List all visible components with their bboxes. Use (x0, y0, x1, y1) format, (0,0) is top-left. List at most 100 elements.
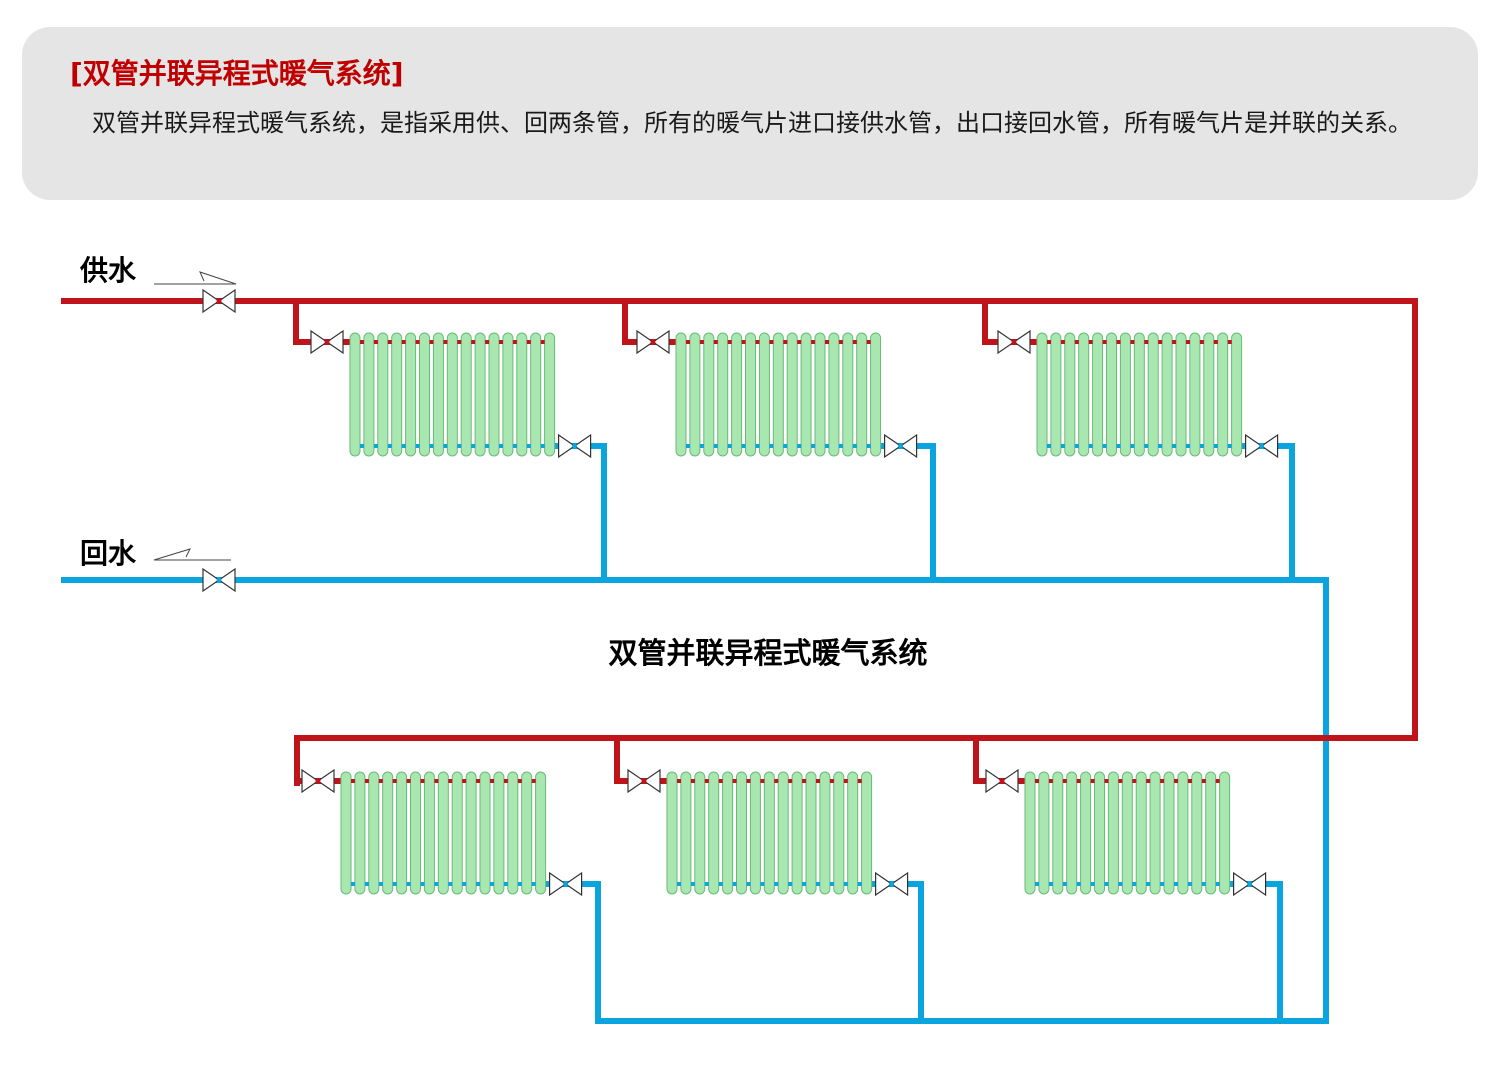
radiator-fin (544, 332, 556, 457)
radiator-fin (349, 332, 361, 457)
radiator-4-inlet-valve (301, 768, 335, 794)
radiator-1-outlet-valve (558, 433, 592, 459)
valves (202, 288, 1279, 897)
radiator-fin (516, 332, 528, 457)
radiator-fin (391, 332, 403, 457)
radiator-6-outlet-valve (1233, 871, 1267, 897)
valve-core (1011, 339, 1017, 345)
radiator-fin (1147, 332, 1159, 457)
radiator-fin (722, 771, 734, 895)
valve-core (641, 778, 647, 784)
radiator-fin (1050, 332, 1062, 457)
radiator-fin (703, 332, 715, 457)
valve-core (999, 778, 1005, 784)
radiator-fin (731, 332, 743, 457)
radiator-fin (405, 332, 417, 457)
radiator-fin (749, 771, 761, 895)
radiator-fin (1163, 771, 1175, 895)
radiator-1 (349, 332, 556, 457)
radiator-fin (786, 332, 798, 457)
diagram-caption: 双管并联异程式暖气系统 (608, 636, 927, 670)
radiator-fin (833, 771, 845, 895)
radiator-fin (502, 332, 514, 457)
radiator-fin (1177, 771, 1189, 895)
radiator-fin (1036, 332, 1048, 457)
radiator-fin (1217, 332, 1229, 457)
radiator-fin (474, 332, 486, 457)
radiator-fin (1135, 771, 1147, 895)
radiator-2 (675, 332, 882, 457)
radiator-fin (1094, 771, 1105, 895)
radiator-fin (1133, 332, 1145, 457)
return-branch-3 (1234, 443, 1295, 583)
radiator-fin (717, 332, 729, 457)
radiator-fin (675, 332, 687, 457)
radiator-fin (530, 332, 542, 457)
supply-label: 供水 (79, 254, 137, 287)
return-label: 回水 (80, 537, 137, 570)
radiator-fin (1092, 332, 1104, 457)
radiator-fin (791, 771, 803, 895)
info-description: 双管并联异程式暖气系统，是指采用供、回两条管，所有的暖气片进口接供水管，出口接回… (92, 109, 1412, 137)
radiator-4-outlet-valve (549, 871, 583, 897)
radiator-fin (1038, 771, 1050, 895)
radiator-fin (465, 771, 477, 895)
radiator-fin (1231, 332, 1243, 457)
radiator-fin (432, 332, 444, 457)
return-branch-6 (1222, 881, 1283, 1024)
supply-branch-2 (622, 298, 683, 345)
radiator-fin (763, 771, 775, 895)
supply-flow-arrow (154, 271, 237, 285)
radiator-fin (382, 771, 394, 895)
radiator-fin (856, 332, 868, 457)
radiator-fin (354, 771, 366, 895)
radiator-fin (410, 771, 421, 895)
radiator-fin (460, 332, 472, 457)
return-branch-4 (538, 881, 601, 1024)
radiator-fin (1161, 332, 1173, 457)
radiator-fin (446, 332, 458, 457)
radiator-fin (377, 332, 389, 457)
radiator-fin (1052, 771, 1064, 895)
radiator-fin (1064, 332, 1076, 457)
flow-arrows (153, 271, 237, 561)
radiator-fin (828, 332, 840, 457)
radiator-fin (745, 332, 756, 457)
radiator-4 (340, 771, 547, 895)
radiator-fin (1175, 332, 1187, 457)
radiator-fin (758, 332, 770, 457)
radiator-3-inlet-valve (997, 329, 1031, 355)
radiator-fin (736, 771, 747, 895)
radiator-fin (1024, 771, 1036, 895)
radiator-fin (521, 771, 533, 895)
radiator-fin (814, 332, 826, 457)
radiator-fin (694, 771, 706, 895)
return-branch-5 (864, 881, 924, 1024)
radiator-2-outlet-valve (884, 433, 918, 459)
radiator-fin (777, 771, 789, 895)
radiator-fin (1119, 332, 1131, 457)
radiator-3 (1036, 332, 1243, 457)
radiator-fin (1205, 771, 1217, 895)
valve-core (1259, 443, 1265, 449)
radiator-fin (805, 771, 817, 895)
radiator-fin (861, 771, 873, 895)
radiator-fin (1121, 771, 1133, 895)
valve-core (1247, 881, 1253, 887)
info-title: [双管并联异程式暖气系统] (70, 57, 404, 90)
valve-core (898, 443, 904, 449)
radiator-2-inlet-valve (636, 329, 670, 355)
return-pipes (61, 443, 1329, 1024)
radiator-fin (488, 332, 500, 457)
valve-core (216, 577, 222, 583)
supply-branch-3 (982, 298, 1044, 345)
return-branch-1 (547, 443, 607, 583)
radiator-fin (847, 771, 859, 895)
valve-core (889, 881, 895, 887)
radiator-fin (1078, 332, 1090, 457)
radiator-fin (1106, 332, 1117, 457)
radiator-fin (666, 771, 678, 895)
valve-core (572, 443, 578, 449)
radiator-6 (1024, 771, 1231, 895)
